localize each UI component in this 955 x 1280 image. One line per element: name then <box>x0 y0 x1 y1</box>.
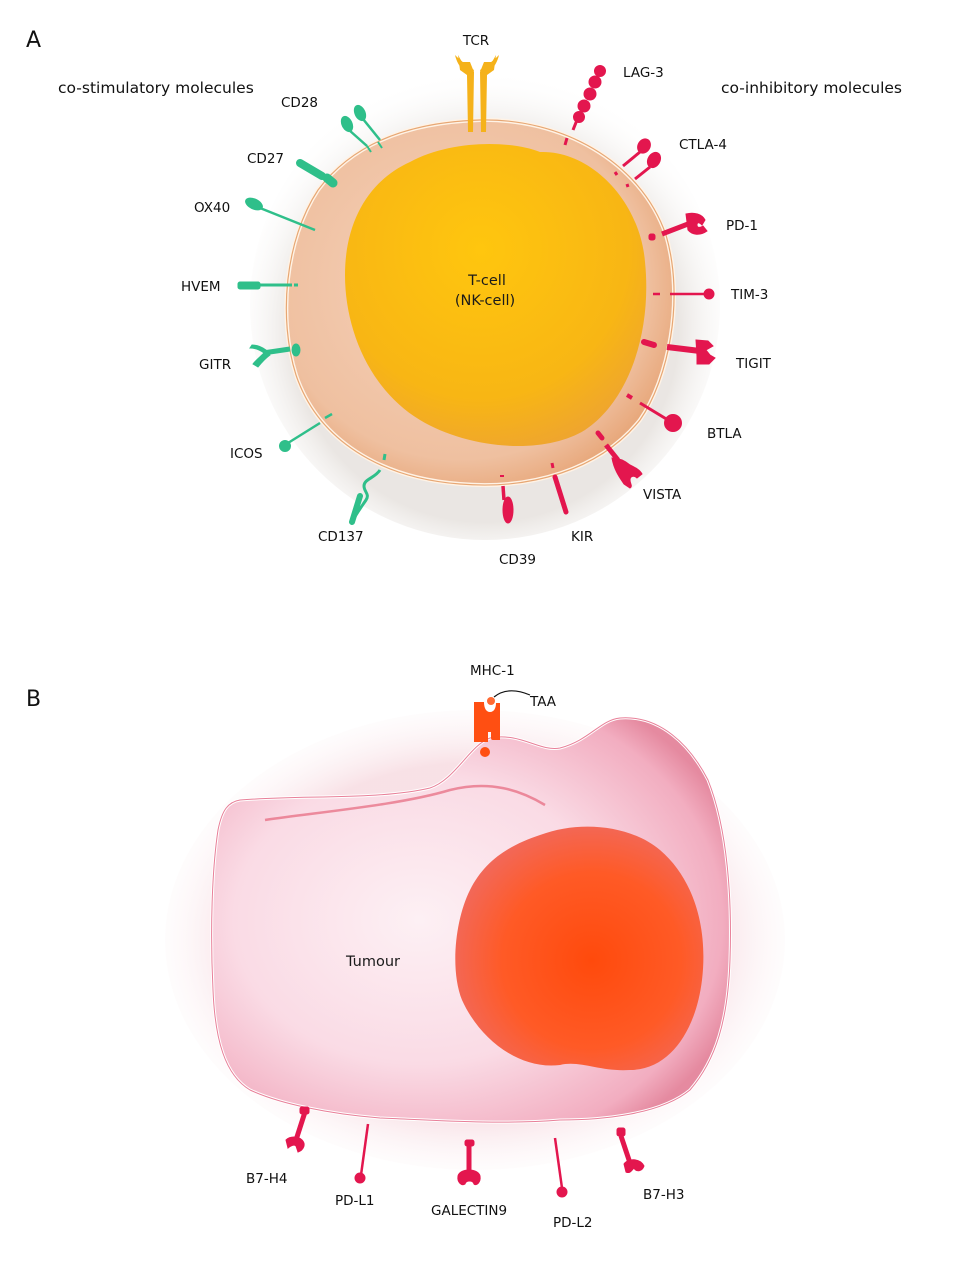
coinhib-label: PD-1 <box>726 218 758 234</box>
costim-label: GITR <box>199 357 231 373</box>
cd28-receptor <box>340 104 383 153</box>
pdl2-ligand <box>553 1137 568 1198</box>
coinhib-label: BTLA <box>707 426 742 442</box>
tigit-receptor <box>641 339 716 365</box>
kir-receptor <box>550 462 569 515</box>
ligand-label: PD-L2 <box>553 1215 593 1231</box>
t-cell-nucleus <box>345 143 647 447</box>
vista-receptor <box>595 430 643 489</box>
coinhib-label: TIM-3 <box>730 287 768 303</box>
taa-label: TAA <box>529 694 557 710</box>
ligand-label: PD-L1 <box>335 1193 375 1209</box>
cd137-receptor <box>349 453 387 525</box>
coinhibitory-labels: LAG-3 CTLA-4 PD-1 TIM-3 TIGIT BTLA VISTA… <box>499 65 772 568</box>
t-cell-label: T-cell <box>467 273 506 289</box>
coinhib-label: LAG-3 <box>623 65 664 81</box>
cd27-receptor <box>296 159 338 188</box>
pd1-receptor <box>648 212 708 241</box>
gitr-receptor <box>249 343 301 368</box>
panel-a-letter: A <box>26 28 41 53</box>
hvem-receptor <box>237 281 298 290</box>
tumour-ligands <box>285 1106 645 1198</box>
costimulatory-receptors <box>237 104 387 525</box>
ligand-label: B7-H4 <box>246 1171 287 1187</box>
coinhib-label: TIGIT <box>735 356 772 372</box>
coinhib-label: CD39 <box>499 552 536 568</box>
tim3-receptor <box>653 288 715 300</box>
b7h4-ligand <box>285 1106 310 1153</box>
ligand-label: GALECTIN9 <box>431 1203 507 1219</box>
mhc1-label: MHC-1 <box>470 663 515 679</box>
costim-label: HVEM <box>181 279 221 295</box>
icos-receptor <box>279 412 333 452</box>
galectin9-ligand <box>457 1139 481 1186</box>
mhc1-molecule <box>474 697 500 757</box>
coinhib-label: KIR <box>571 529 593 545</box>
ligand-labels: B7-H4 PD-L1 GALECTIN9 PD-L2 B7-H3 <box>246 1171 684 1231</box>
tumour-label: Tumour <box>345 954 400 970</box>
costimulatory-labels: CD28 CD27 OX40 HVEM GITR ICOS CD137 <box>181 95 364 545</box>
costim-label: OX40 <box>194 200 230 216</box>
btla-receptor <box>625 393 682 432</box>
ctla4-receptor <box>613 138 662 188</box>
ox40-receptor <box>245 197 316 232</box>
tumour-ridge <box>264 784 546 822</box>
cd39-receptor <box>500 475 514 524</box>
taa-pointer-line <box>493 690 531 698</box>
coinhibitory-receptors <box>500 65 716 524</box>
costim-label: CD137 <box>318 529 364 545</box>
coinhib-label: CTLA-4 <box>679 137 727 153</box>
costimulatory-header: co-stimulatory molecules <box>58 79 254 97</box>
tumour-nucleus <box>455 826 704 1071</box>
costim-label: ICOS <box>230 446 263 462</box>
lag3-receptor <box>563 65 606 146</box>
coinhibitory-header: co-inhibitory molecules <box>721 79 902 97</box>
taa-antigen <box>487 697 495 705</box>
ligand-label: B7-H3 <box>643 1187 684 1203</box>
tcr-label: TCR <box>462 33 489 49</box>
coinhib-label: VISTA <box>643 487 682 503</box>
costim-label: CD27 <box>247 151 284 167</box>
pdl1-ligand <box>354 1123 370 1184</box>
tcr-receptor <box>455 55 499 132</box>
nk-cell-label: (NK-cell) <box>455 293 515 309</box>
panel-b-letter: B <box>26 687 41 712</box>
b7h3-ligand <box>616 1127 645 1173</box>
costim-label: CD28 <box>281 95 318 111</box>
